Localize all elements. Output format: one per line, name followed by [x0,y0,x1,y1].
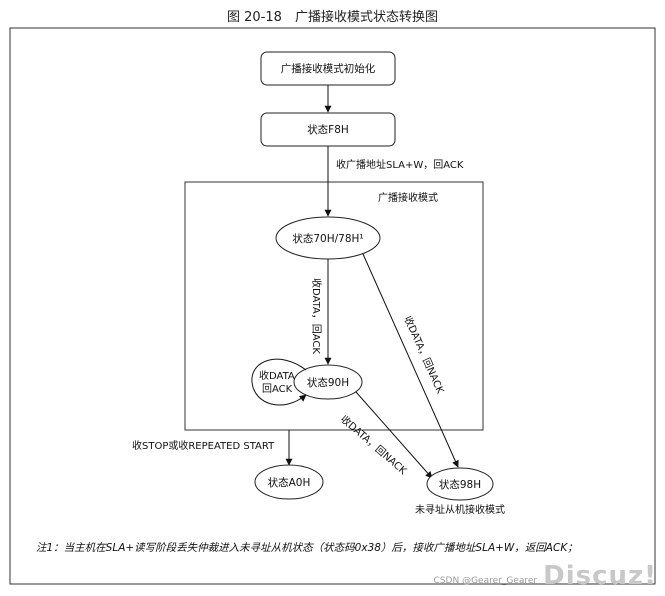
edge-70h-98h [362,253,459,468]
watermark: CSDN @Gearer_Gearer Discuz! [434,560,657,590]
s90h-node [293,364,363,400]
s98h-caption: 未寻址从机接收模式 [415,503,505,516]
s98h-node [426,467,494,501]
watermark-logo: Discuz! [543,561,657,591]
region-label: 广播接收模式 [378,191,438,204]
s70h-node-label: 状态70H/78H¹ [292,232,363,245]
self-loop-label-1: 收DATA [259,369,295,382]
s98h-node-label: 状态98H [439,478,481,491]
broadcast-mode-region [184,181,484,431]
edge-label-90-98: 收DATA，回NACK [338,412,410,477]
edge-label-f8-70: 收广播地址SLA+W，回ACK [336,158,464,171]
diagram-title: 图 20-18 广播接收模式状态转换图 [227,10,438,25]
f8h-node-label: 状态F8H [307,123,349,136]
s90h-node-label: 状态90H [307,376,349,389]
self-loop-90h [251,358,307,406]
init-node-label: 广播接收模式初始化 [281,62,376,75]
outer-frame [9,27,656,585]
edge-label-to-a0: 收STOP或收REPEATED START [132,439,275,452]
watermark-small-text: CSDN @Gearer_Gearer [433,576,538,586]
footnote: 注1：当主机在SLA+读写阶段丢失仲裁进入未寻址从机状态（状态码0x38）后，接… [36,542,578,554]
a0h-node-label: 状态A0H [268,476,311,489]
edge-90h-98h [355,391,433,479]
a0h-node [254,464,324,500]
self-loop-label-2: 回ACK [262,383,293,395]
edge-label-70-90: 收DATA，回ACK [310,278,323,354]
